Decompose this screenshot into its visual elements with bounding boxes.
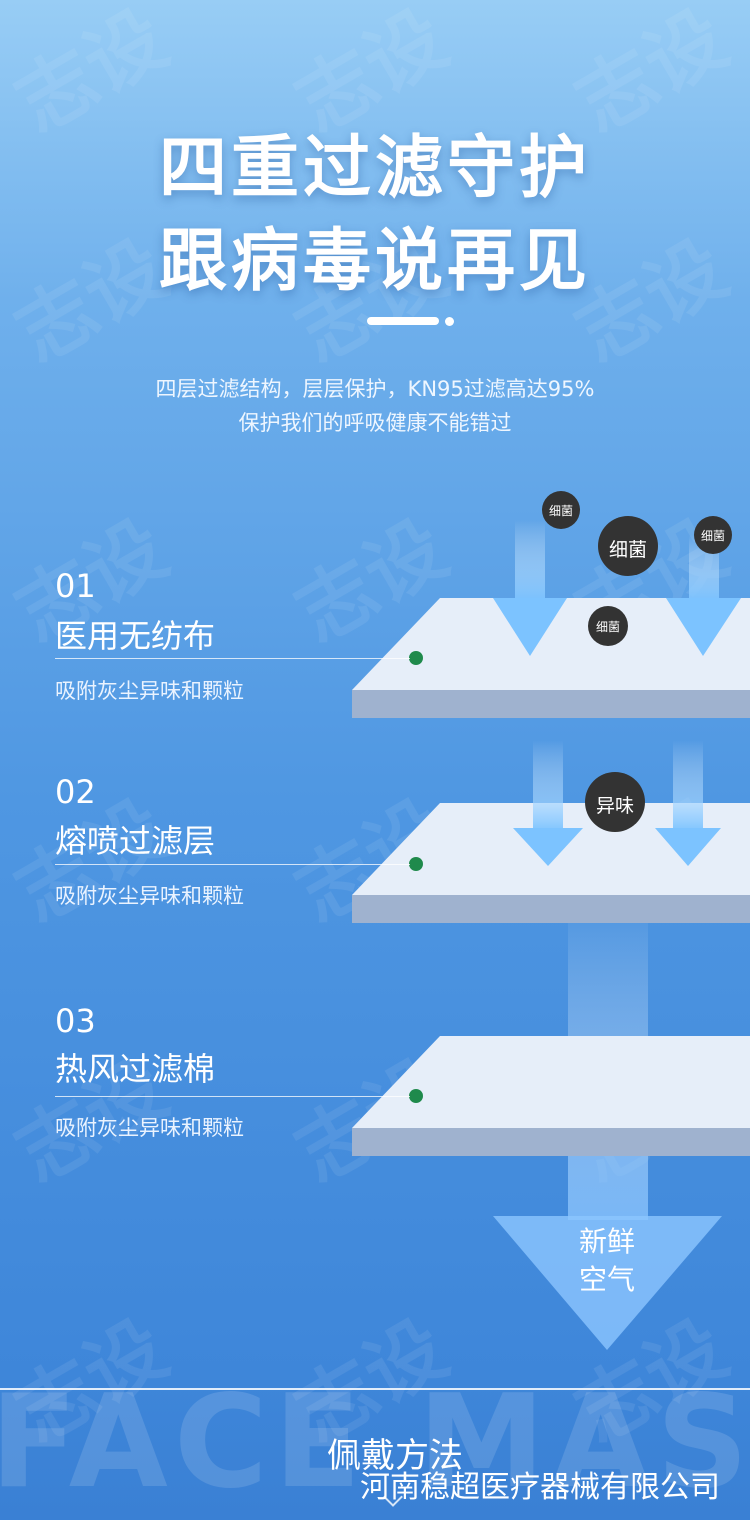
bacteria-bubble: [588, 606, 628, 646]
layer-divider: [55, 658, 410, 659]
layer-3-marker-dot: [409, 1089, 423, 1103]
layer-number: 03: [55, 1002, 96, 1040]
layer-description: 吸附灰尘异味和颗粒: [55, 884, 244, 908]
layer-name: 热风过滤棉: [55, 1050, 216, 1088]
bacteria-label: 细菌: [700, 529, 725, 543]
title-divider-dot: [445, 317, 454, 326]
filter-layer-3: [352, 1036, 750, 1156]
layer-name: 熔喷过滤层: [55, 822, 216, 860]
bacteria-label: 细菌: [608, 539, 647, 561]
title-divider-bar: [367, 317, 439, 325]
odor-bubble: [585, 772, 645, 832]
subtitle-line-2: 保护我们的呼吸健康不能错过: [238, 411, 512, 435]
layer-number: 01: [55, 567, 96, 605]
subtitle-line-1: 四层过滤结构，层层保护，KN95过滤高达95%: [155, 377, 595, 401]
arrow-down-icon: [493, 520, 567, 656]
fresh-air-label-line-2: 空气: [578, 1263, 635, 1296]
wear-method-heading: 佩戴方法: [327, 1436, 463, 1476]
layer-description: 吸附灰尘异味和颗粒: [55, 1116, 244, 1140]
bacteria-bubble: [694, 516, 732, 554]
layer-description: 吸附灰尘异味和颗粒: [55, 679, 244, 703]
arrow-down-icon: [655, 740, 721, 866]
layer-divider: [55, 1096, 410, 1097]
odor-label: 异味: [595, 795, 634, 817]
headline-line-2: 跟病毒说再见: [158, 222, 591, 301]
layer-divider: [55, 864, 410, 865]
layer-2-marker-dot: [409, 857, 423, 871]
headline-line-1: 四重过滤守护: [158, 129, 591, 208]
bacteria-label: 细菌: [548, 504, 573, 518]
company-name: 河南稳超医疗器械有限公司: [360, 1470, 720, 1505]
fresh-air-label-line-1: 新鲜: [578, 1225, 635, 1258]
bacteria-label: 细菌: [595, 620, 620, 634]
layer-number: 02: [55, 773, 96, 811]
filter-layer-1: [352, 598, 750, 718]
footer-divider: [0, 1388, 750, 1390]
layer-1-marker-dot: [409, 651, 423, 665]
bacteria-bubble: [542, 491, 580, 529]
layer-name: 医用无纺布: [55, 617, 216, 655]
bacteria-bubble: [598, 516, 658, 576]
face-mask-watermark: FACE MASK: [0, 1368, 750, 1517]
arrow-down-icon: [513, 740, 583, 866]
